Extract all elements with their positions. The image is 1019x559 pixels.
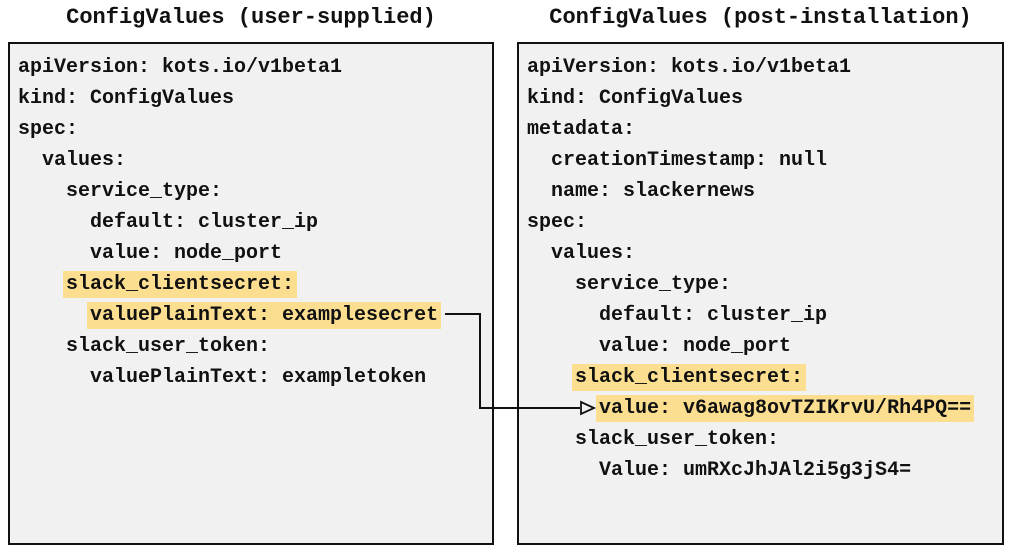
- highlighted-text: slack_clientsecret:: [63, 271, 298, 298]
- code-line: values:: [551, 242, 636, 265]
- code-line-highlighted: value: v6awag8ovTZIKrvU/Rh4PQ==: [527, 393, 996, 424]
- code-line: apiVersion: kots.io/v1beta1: [527, 56, 852, 79]
- code-line: spec:: [18, 118, 79, 141]
- code-line-highlighted: slack_clientsecret:: [18, 269, 486, 300]
- code-line: service_type:: [575, 273, 732, 296]
- highlighted-text: value: v6awag8ovTZIKrvU/Rh4PQ==: [596, 395, 975, 422]
- code-line: kind: ConfigValues: [527, 87, 744, 110]
- config-panel-user-supplied: apiVersion: kots.io/v1beta1 kind: Config…: [8, 42, 494, 545]
- highlighted-text: valuePlainText: examplesecret: [87, 302, 442, 329]
- code-line: slack_user_token:: [66, 335, 271, 358]
- code-line: kind: ConfigValues: [18, 87, 235, 110]
- code-line: spec:: [527, 211, 588, 234]
- code-line: creationTimestamp: null: [551, 149, 828, 172]
- code-line-highlighted: valuePlainText: examplesecret: [18, 300, 486, 331]
- code-line: name: slackernews: [551, 180, 756, 203]
- panel-title-user-supplied: ConfigValues (user-supplied): [66, 5, 436, 30]
- code-line: value: node_port: [599, 335, 792, 358]
- code-line: Value: umRXcJhJAl2i5g3jS4=: [599, 459, 912, 482]
- highlighted-text: slack_clientsecret:: [572, 364, 807, 391]
- code-line: slack_user_token:: [575, 428, 780, 451]
- code-line-highlighted: slack_clientsecret:: [527, 362, 996, 393]
- code-line: values:: [42, 149, 127, 172]
- code-line: apiVersion: kots.io/v1beta1: [18, 56, 343, 79]
- code-line: metadata:: [527, 118, 636, 141]
- config-panel-post-installation: apiVersion: kots.io/v1beta1 kind: Config…: [517, 42, 1004, 545]
- code-line: valuePlainText: exampletoken: [90, 366, 427, 389]
- panel-title-post-installation: ConfigValues (post-installation): [549, 5, 972, 30]
- code-line: default: cluster_ip: [599, 304, 828, 327]
- code-line: service_type:: [66, 180, 223, 203]
- code-line: value: node_port: [90, 242, 283, 265]
- code-line: default: cluster_ip: [90, 211, 319, 234]
